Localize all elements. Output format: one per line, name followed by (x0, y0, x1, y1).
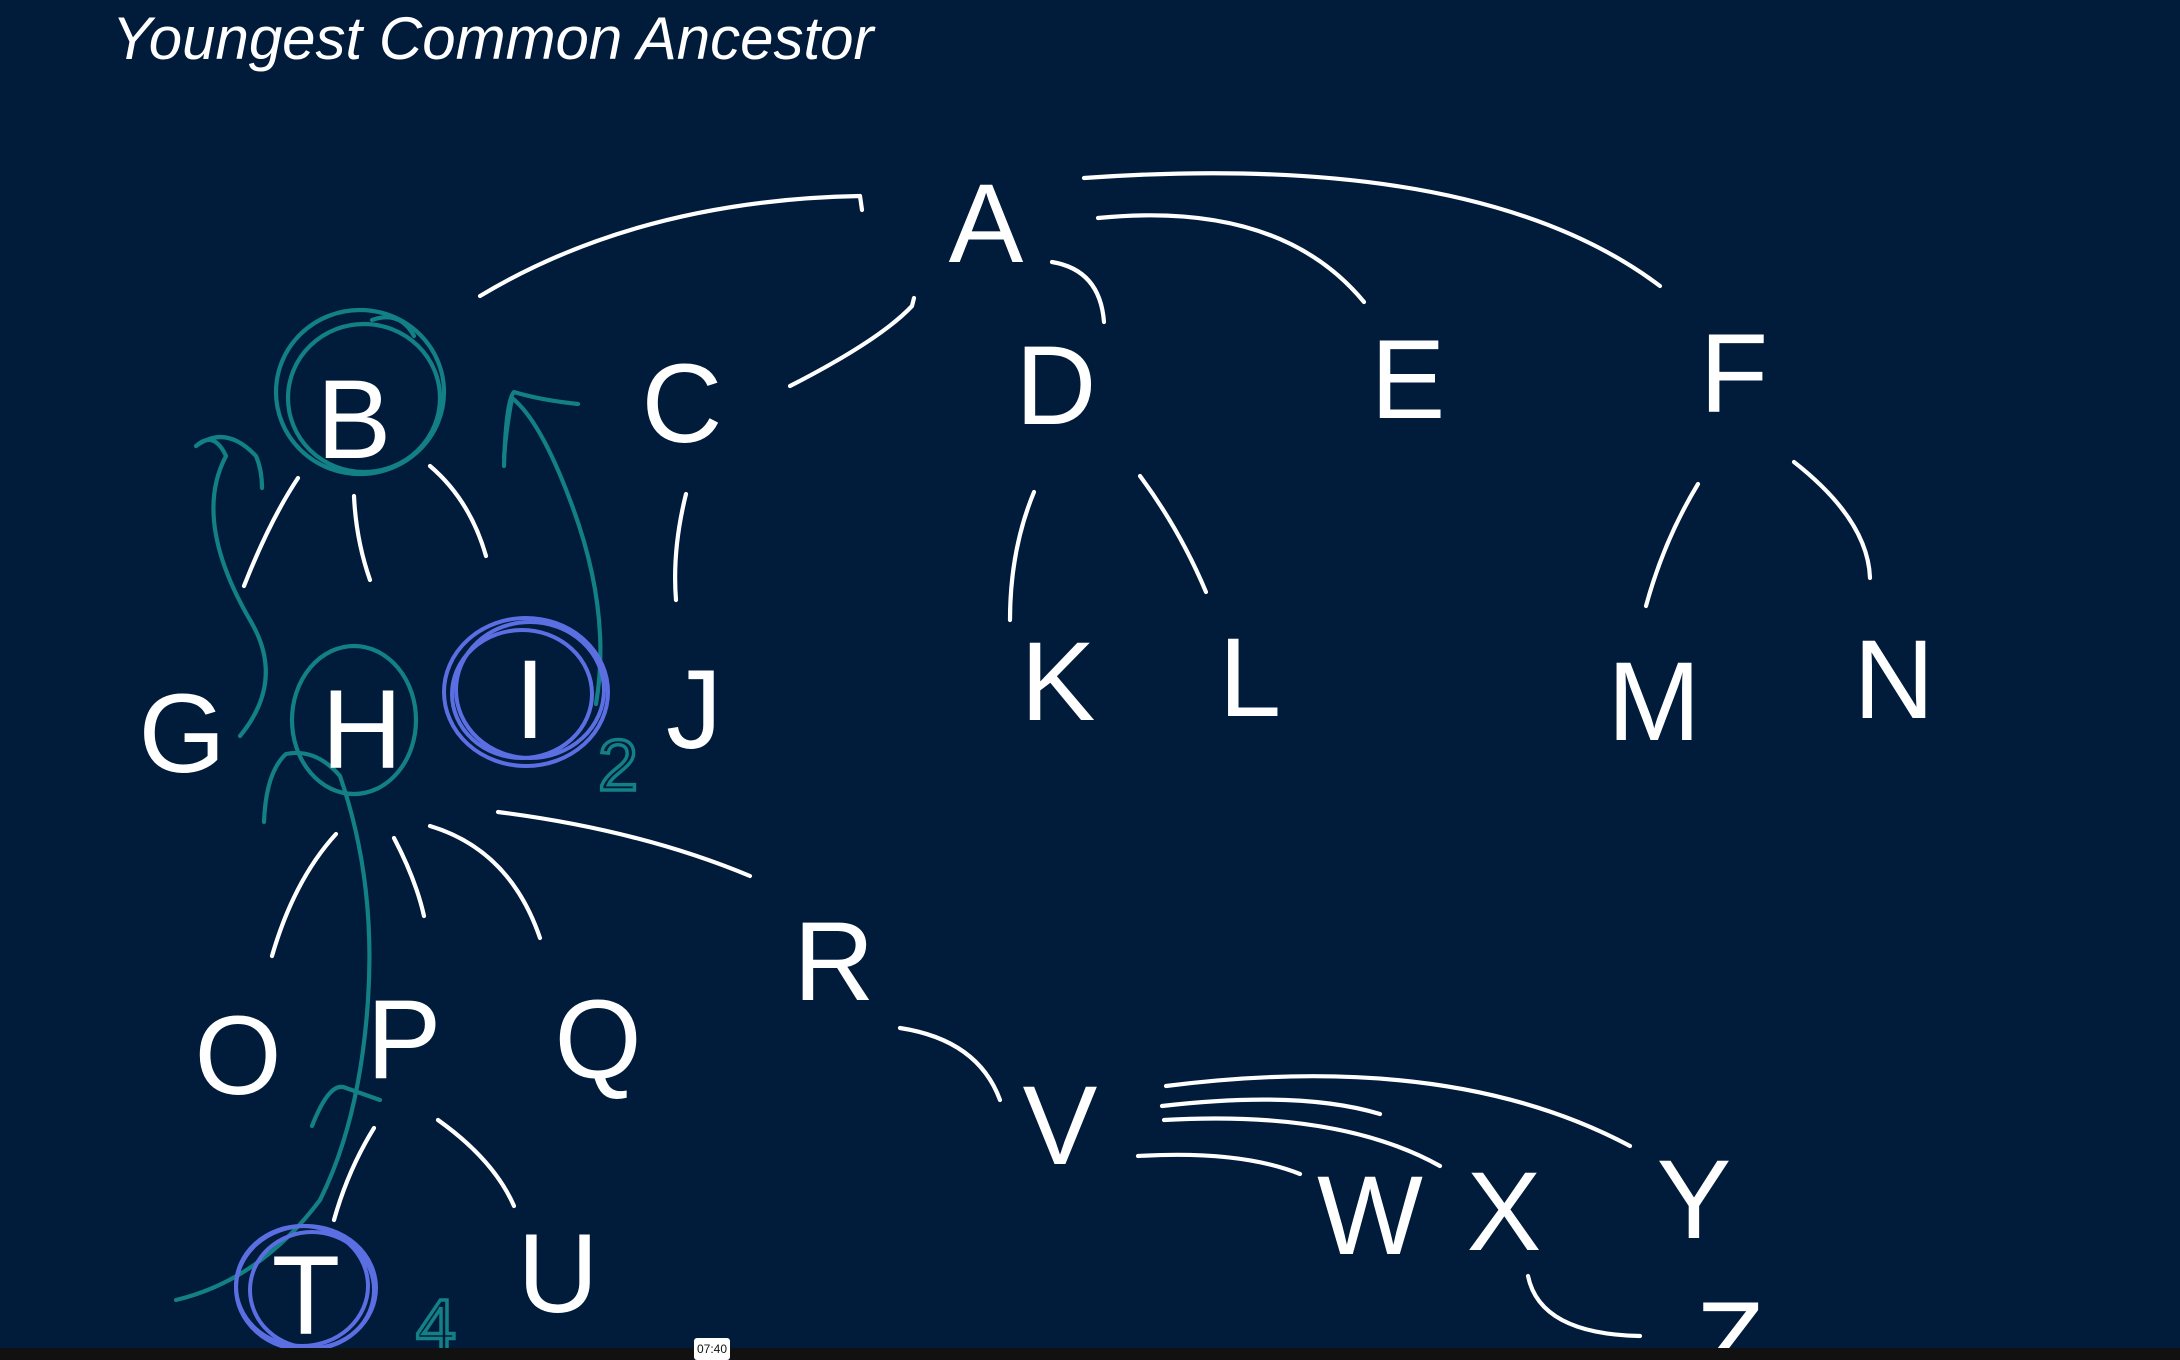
node-X: X (1467, 1149, 1542, 1274)
edge-B-H (351, 493, 373, 583)
highlight-I-3 (450, 628, 594, 760)
edge-V-Y-2 (1159, 1097, 1383, 1117)
node-M: M (1607, 639, 1700, 764)
edge-X-Z (1525, 1273, 1643, 1339)
slide-title: Youngest Common Ancestor (112, 5, 874, 72)
edge-A-C (787, 295, 917, 389)
node-Y: Y (1657, 1137, 1732, 1262)
edge-D-K (1007, 489, 1037, 623)
node-H: H (322, 667, 403, 792)
edge-V-Y (1163, 1074, 1633, 1149)
teal-annotations: 2 4 (173, 307, 640, 1360)
arrow-I-head (501, 389, 581, 469)
edge-H-P (391, 835, 427, 919)
node-E: E (1371, 317, 1446, 442)
node-U: U (518, 1211, 599, 1336)
depth-label-T: 4 (416, 1286, 456, 1360)
node-T: T (272, 1233, 340, 1358)
edge-A-D (1049, 259, 1107, 325)
node-R: R (794, 899, 875, 1024)
node-Z: Z (1696, 1279, 1764, 1360)
node-W: W (1317, 1153, 1423, 1278)
edge-B-I (427, 463, 489, 559)
circle-H (289, 643, 419, 797)
node-Q: Q (554, 977, 641, 1102)
node-J: J (666, 647, 722, 772)
node-N: N (1854, 617, 1935, 742)
edge-H-R (495, 809, 753, 879)
node-K: K (1021, 619, 1096, 744)
circle-B-inner (285, 321, 443, 475)
highlight-T-3 (234, 1224, 370, 1348)
node-V: V (1023, 1063, 1098, 1188)
edge-F-M (1643, 481, 1701, 609)
tree-nodes: A B C D E F G H I J K L M N O P Q R T U … (138, 161, 1934, 1360)
tree-edges (241, 171, 1873, 1339)
node-I: I (514, 637, 545, 762)
edge-P-U (435, 1117, 517, 1209)
node-B: B (317, 357, 392, 482)
node-P: P (367, 977, 442, 1102)
video-timestamp: 07:40 (694, 1338, 730, 1360)
arrow-G-to-B (193, 435, 268, 739)
edge-H-Q (427, 823, 543, 941)
node-C: C (642, 341, 723, 466)
depth-label-I: 2 (598, 726, 638, 806)
edge-V-W (1135, 1152, 1303, 1177)
node-O: O (194, 993, 281, 1118)
highlight-I-1 (442, 616, 610, 768)
edge-A-F (1081, 171, 1663, 289)
node-F: F (1700, 311, 1768, 436)
edge-F-N (1791, 459, 1873, 581)
node-D: D (1016, 323, 1097, 448)
edge-H-O (269, 831, 339, 959)
edge-A-E (1095, 213, 1367, 305)
scribble-B (369, 315, 417, 339)
edge-V-X (1161, 1116, 1443, 1169)
edge-D-L (1137, 473, 1209, 595)
video-progress-bar[interactable] (0, 1348, 2180, 1360)
node-A: A (949, 161, 1024, 286)
edge-B-G (241, 475, 301, 589)
node-G: G (138, 671, 225, 796)
arrow-T-to-H (173, 750, 372, 1303)
edge-A-B (477, 193, 865, 299)
edge-C-J (673, 491, 689, 603)
edge-P-T (331, 1125, 377, 1223)
node-L: L (1219, 615, 1281, 740)
arrow-P-head (309, 1084, 383, 1129)
edge-R-V (897, 1025, 1003, 1103)
